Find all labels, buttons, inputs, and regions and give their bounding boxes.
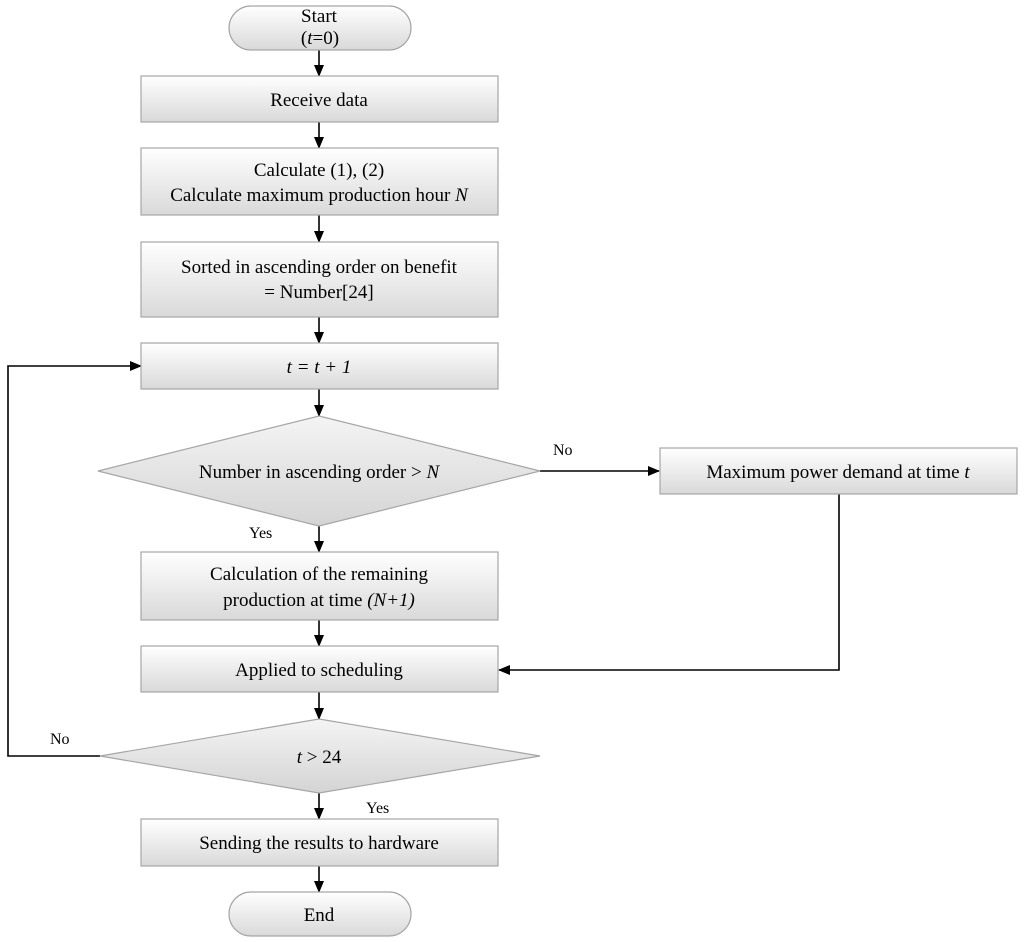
decision2-label: > 24 [302, 747, 342, 768]
svg-text:Number in ascending order > N: Number in ascending order > N [199, 462, 441, 483]
start-node: Start (t=0) [228, 5, 412, 51]
applied-scheduling-box: Applied to scheduling [140, 645, 499, 693]
end-label: End [304, 905, 335, 926]
svg-text:Start: Start [301, 6, 338, 27]
decision1-label: Number in ascending order > [199, 462, 427, 483]
increment-box: t = t + 1 [140, 342, 499, 390]
max-power-demand-var: t [964, 462, 970, 483]
max-power-demand-label: Maximum power demand at time [706, 462, 964, 483]
start-label: Start [301, 6, 338, 27]
start-time-value: =0) [313, 28, 340, 49]
calculate-line2: Calculate maximum production hour [170, 185, 455, 206]
edge-decision2-no-loop [7, 361, 142, 757]
sending-results-label: Sending the results to hardware [199, 833, 439, 854]
receive-data-label: Receive data [270, 90, 368, 111]
end-node: End [228, 891, 412, 937]
decision1-var: N [425, 462, 440, 483]
decision2-no-label: No [50, 731, 70, 748]
applied-scheduling-label: Applied to scheduling [235, 660, 403, 681]
start-time-var: t [307, 28, 313, 49]
receive-data-box: Receive data [140, 75, 499, 123]
sorted-line1: Sorted in ascending order on benefit [181, 257, 458, 278]
remaining-line2: production at time [223, 590, 367, 611]
increment-label: t = t + 1 [287, 357, 352, 378]
remaining-line1: Calculation of the remaining [210, 564, 428, 585]
sorted-box: Sorted in ascending order on benefit = N… [140, 241, 499, 318]
decision1-no-label: No [553, 442, 573, 459]
decision2-var: t [297, 747, 303, 768]
remaining-production-box: Calculation of the remaining production … [140, 551, 499, 621]
svg-text:(t=0): (t=0) [301, 28, 339, 49]
svg-text:Maximum power demand at time t: Maximum power demand at time t [706, 462, 970, 483]
svg-text:Calculate maximum production h: Calculate maximum production hour N [170, 185, 469, 206]
remaining-line2-var: (N+1) [367, 590, 415, 611]
calculate-line1: Calculate (1), (2) [254, 160, 384, 181]
max-power-demand-box: Maximum power demand at time t [659, 447, 1018, 495]
start-time-open: ( [301, 28, 307, 49]
connectors [7, 50, 840, 893]
decision-number-vs-n: Number in ascending order > N [97, 415, 541, 527]
calculate-box: Calculate (1), (2) Calculate maximum pro… [140, 147, 499, 216]
svg-text:t > 24: t > 24 [297, 747, 342, 768]
decision2-yes-label: Yes [366, 800, 389, 817]
decision-t-gt-24: t > 24 [99, 718, 541, 794]
sorted-line2: = Number[24] [264, 282, 373, 303]
sending-results-box: Sending the results to hardware [140, 818, 499, 867]
edge-maxdemand-to-applied [498, 494, 840, 675]
calculate-line2-var: N [454, 185, 469, 206]
decision1-yes-label: Yes [249, 525, 272, 542]
svg-text:production at time (N+1): production at time (N+1) [223, 590, 415, 611]
